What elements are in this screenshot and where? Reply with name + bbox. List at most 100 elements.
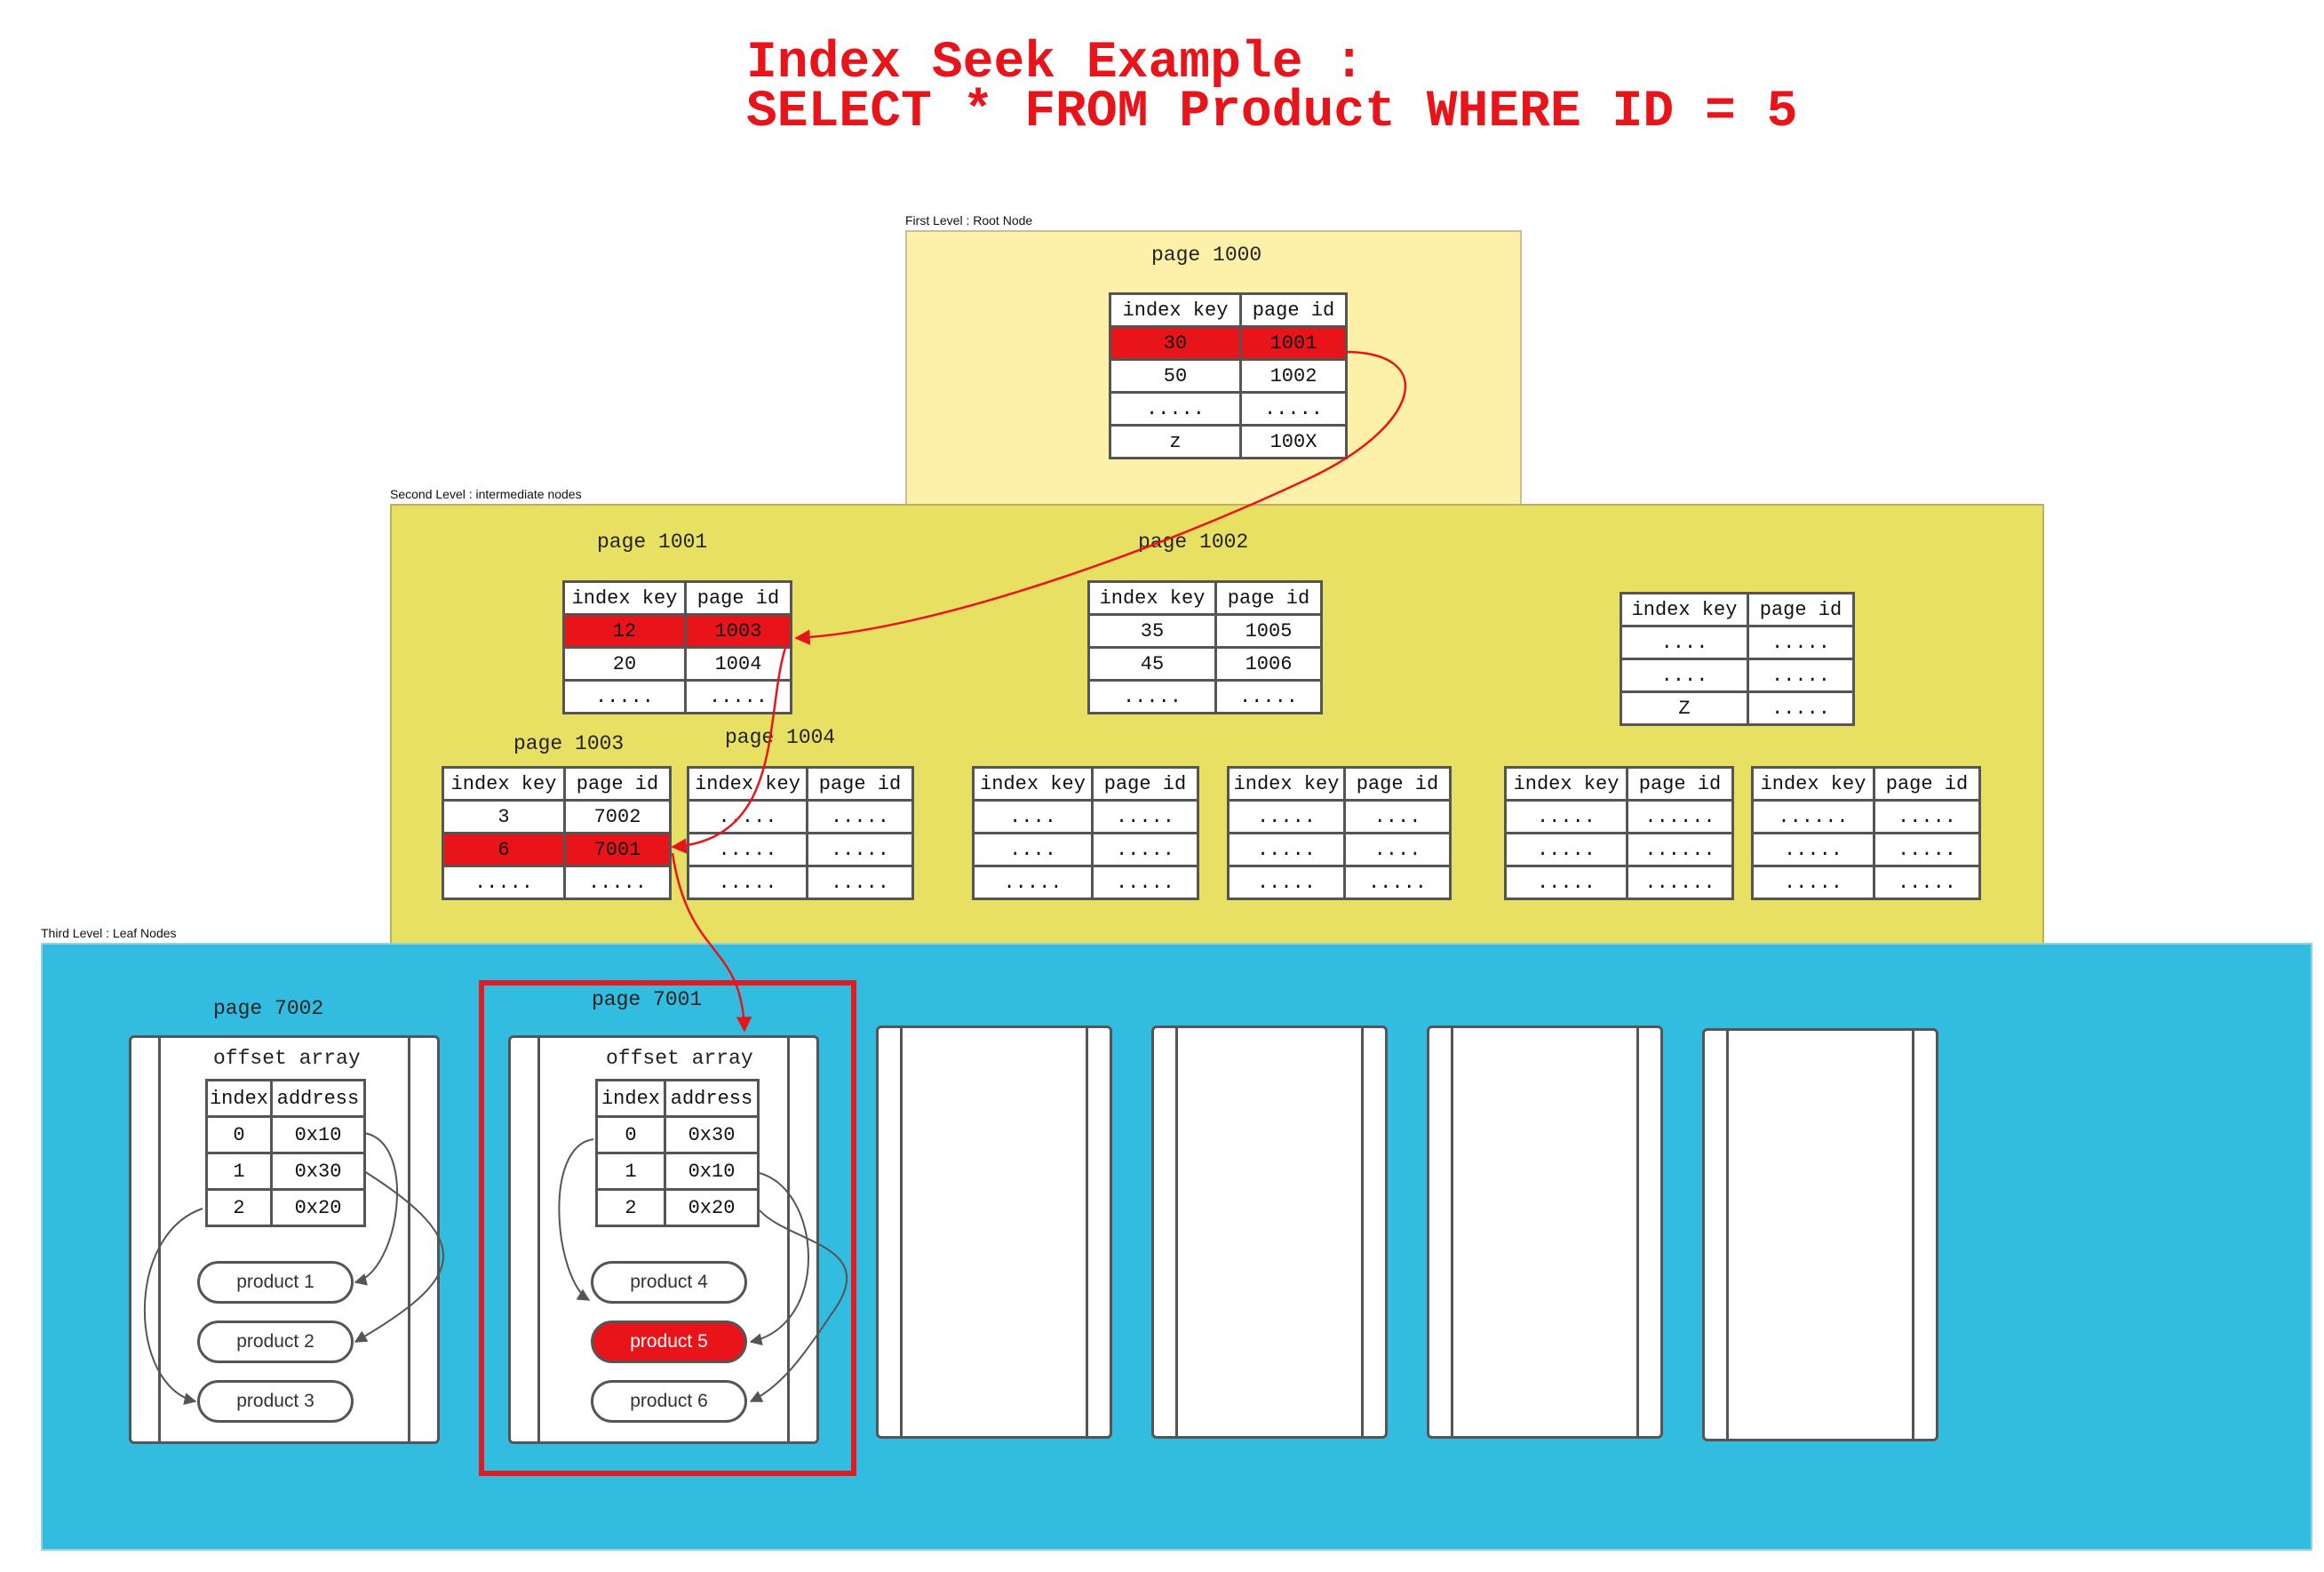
offset-pointer-0x10 bbox=[749, 1172, 809, 1346]
table-cell: 0 bbox=[595, 1115, 666, 1154]
table-cell: ..... bbox=[1239, 391, 1348, 427]
table-cell: .... bbox=[1343, 799, 1452, 834]
page-divider bbox=[408, 1038, 410, 1441]
table-row: .......... bbox=[1751, 832, 1981, 867]
table-cell: 0x30 bbox=[270, 1152, 366, 1191]
table-cell: ..... bbox=[1343, 865, 1452, 900]
page-1002-label: page 1002 bbox=[1138, 531, 1249, 554]
table-row: ......... bbox=[1620, 625, 1855, 660]
offset-pointer-0x30 bbox=[354, 1170, 445, 1343]
index-key-header: index key bbox=[562, 580, 687, 616]
table-cell: 7001 bbox=[563, 832, 672, 867]
table-cell: 6 bbox=[442, 832, 566, 867]
table-row: .......... bbox=[1087, 679, 1323, 714]
seek-arrow-1000-to-1001 bbox=[794, 350, 1407, 645]
table-cell: ..... bbox=[1091, 865, 1199, 900]
table-cell: ..... bbox=[1747, 690, 1855, 726]
page-divider bbox=[900, 1028, 903, 1436]
table-cell: ..... bbox=[1091, 832, 1199, 867]
table-cell: .... bbox=[972, 799, 1094, 834]
offset-pointer-0x20 bbox=[143, 1208, 203, 1406]
table-cell: 1003 bbox=[684, 613, 792, 649]
table-cell: 0x20 bbox=[270, 1188, 366, 1227]
table-cell: ...... bbox=[1751, 799, 1875, 834]
table-cell: ...... bbox=[1626, 865, 1734, 900]
table-cell: ..... bbox=[972, 865, 1094, 900]
diagram-title: Index Seek Example : SELECT * FROM Produ… bbox=[746, 38, 1797, 139]
table-cell: 35 bbox=[1087, 613, 1217, 649]
table-row: ........... bbox=[1504, 832, 1734, 867]
table-row: .......... bbox=[687, 832, 914, 867]
index-key-header: index key bbox=[442, 766, 566, 802]
page-id-header: page id bbox=[1239, 292, 1348, 328]
table-cell: 1002 bbox=[1239, 358, 1348, 394]
offset-pointer-0x30 bbox=[558, 1138, 594, 1301]
page-id-header: page id bbox=[1343, 766, 1452, 802]
empty-leaf-page bbox=[1702, 1028, 1938, 1441]
index-key-header: index key bbox=[972, 766, 1094, 802]
index-header: index bbox=[205, 1079, 273, 1118]
page-1003-label: page 1003 bbox=[513, 732, 625, 755]
table-row: Z..... bbox=[1620, 690, 1855, 726]
empty-leaf-page bbox=[1151, 1025, 1388, 1439]
address-header: address bbox=[664, 1079, 760, 1118]
table-cell: 20 bbox=[562, 646, 687, 682]
table-cell: 1 bbox=[205, 1152, 273, 1191]
title-line-1: Index Seek Example : bbox=[746, 35, 1365, 92]
table-cell: ..... bbox=[1873, 799, 1981, 834]
table-cell: ..... bbox=[1504, 832, 1628, 867]
table-cell: 30 bbox=[1109, 325, 1242, 361]
empty-leaf-page bbox=[1427, 1025, 1663, 1439]
offset-pointer-0x10 bbox=[354, 1132, 398, 1286]
table-cell: 0x10 bbox=[270, 1115, 366, 1154]
table-cell: 100X bbox=[1239, 424, 1348, 459]
table-cell: 1 bbox=[595, 1152, 666, 1191]
offset-array-label: offset array bbox=[213, 1047, 361, 1070]
page-divider bbox=[1451, 1028, 1453, 1436]
index-key-header: index key bbox=[1109, 292, 1242, 328]
page-divider bbox=[1175, 1028, 1178, 1436]
table-cell: ..... bbox=[1504, 799, 1628, 834]
table-cell: ..... bbox=[1751, 832, 1875, 867]
product-2-record: product 2 bbox=[197, 1321, 354, 1363]
table-row: ......... bbox=[972, 832, 1199, 867]
address-header: address bbox=[270, 1079, 366, 1118]
table-cell: .... bbox=[1343, 832, 1452, 867]
index-key-header: index key bbox=[1620, 592, 1749, 627]
page-divider bbox=[1912, 1031, 1914, 1439]
table-cell: ..... bbox=[1214, 679, 1323, 714]
table-cell: 2 bbox=[205, 1188, 273, 1227]
table-cell: ..... bbox=[1087, 679, 1217, 714]
leaf-level-label: Third Level : Leaf Nodes bbox=[41, 926, 177, 940]
table-row: .......... bbox=[1227, 865, 1452, 900]
table-row: .......... bbox=[1109, 391, 1348, 427]
page-id-header: page id bbox=[684, 580, 792, 616]
seek-arrow-1003-to-7001 bbox=[671, 852, 752, 1033]
root-level-label: First Level : Root Node bbox=[905, 213, 1033, 227]
table-row: ........... bbox=[1751, 799, 1981, 834]
